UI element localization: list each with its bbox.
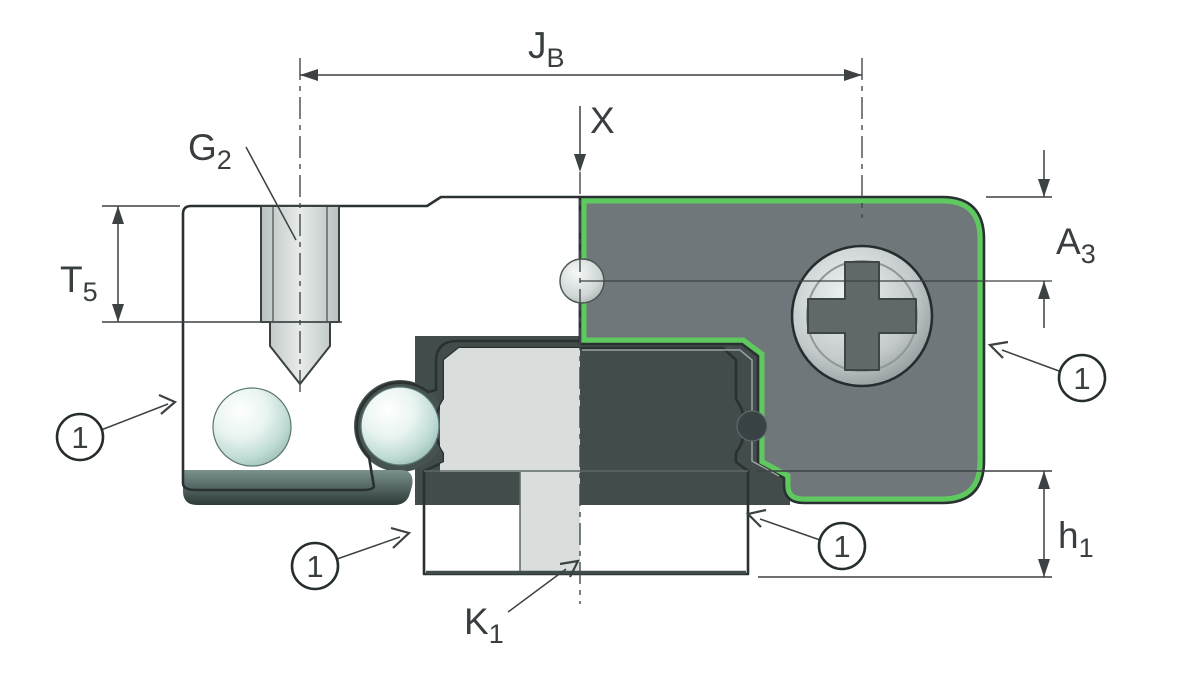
dimension-jb: JB [300, 25, 862, 81]
t5-label: T5 [60, 259, 98, 307]
rail-section-upper [440, 348, 580, 472]
a3-arrow-up-icon [1038, 281, 1050, 299]
label-k1: K1 [464, 559, 580, 649]
g2-leader-line [245, 146, 297, 241]
callout-right-leader [1001, 349, 1060, 372]
jb-label: JB [528, 25, 565, 73]
ball-left [212, 387, 292, 467]
h1-arrow-down-icon [1038, 559, 1050, 577]
h1-arrow-up-icon [1038, 471, 1050, 489]
h1-label: h1 [1058, 515, 1094, 563]
k1-label: K1 [464, 601, 504, 649]
rail-section-lower [520, 471, 580, 574]
callout-bottom-left-circle [290, 541, 340, 591]
t5-arrow-down-icon [112, 304, 124, 322]
callout-bottom-right-leader [759, 518, 821, 541]
g2-label: G2 [188, 127, 232, 175]
callout-right-circle [1057, 353, 1107, 403]
callout-seal-right: 1 [987, 340, 1107, 403]
callout-seal-left: 1 [55, 393, 178, 462]
jb-arrow-right-icon [844, 69, 862, 81]
callout-bottom-right-circle [817, 521, 867, 571]
x-arrow-icon [574, 154, 586, 172]
callout-left-number: 1 [71, 420, 88, 455]
label-g2: G2 [188, 127, 297, 241]
carriage-bottom-face [183, 470, 413, 505]
callout-seal-bottom-right: 1 [745, 508, 867, 571]
callout-bottom-right-number: 1 [833, 529, 850, 564]
k1-hook-icon [559, 559, 580, 578]
carriage-body [181, 195, 582, 492]
a3-label: A3 [1056, 221, 1096, 269]
callout-bottom-left-leader [336, 536, 401, 560]
k1-leader-line [507, 568, 567, 613]
guide-rail [422, 346, 750, 576]
callout-bottom-left-number: 1 [306, 549, 323, 584]
dimension-h1: h1 [756, 470, 1094, 578]
a3-arrow-down-icon [1038, 179, 1050, 197]
ball-groove-notch [736, 410, 768, 442]
section-marker-x: X [574, 100, 615, 172]
phillips-recess-icon [807, 261, 917, 371]
mounting-screw [790, 244, 934, 388]
jb-arrow-left-icon [300, 69, 318, 81]
dimension-t5: T5 [60, 205, 342, 323]
callout-left-circle [55, 412, 105, 462]
callout-bottom-right-hook-icon [745, 508, 767, 528]
end-plate-inner-highlight [582, 349, 780, 477]
callout-seal-bottom-left: 1 [290, 526, 412, 591]
callout-left-leader [100, 403, 169, 431]
callout-bottom-left-hook-icon [390, 526, 412, 549]
t5-arrow-up-icon [112, 206, 124, 224]
end-plate-outline [578, 195, 986, 505]
dimension-a3: A3 [986, 150, 1096, 328]
x-label: X [590, 100, 615, 141]
callout-left-hook-icon [158, 393, 178, 415]
ball-right [360, 386, 440, 466]
callout-right-hook-icon [987, 340, 1009, 359]
callout-right-number: 1 [1073, 361, 1090, 396]
